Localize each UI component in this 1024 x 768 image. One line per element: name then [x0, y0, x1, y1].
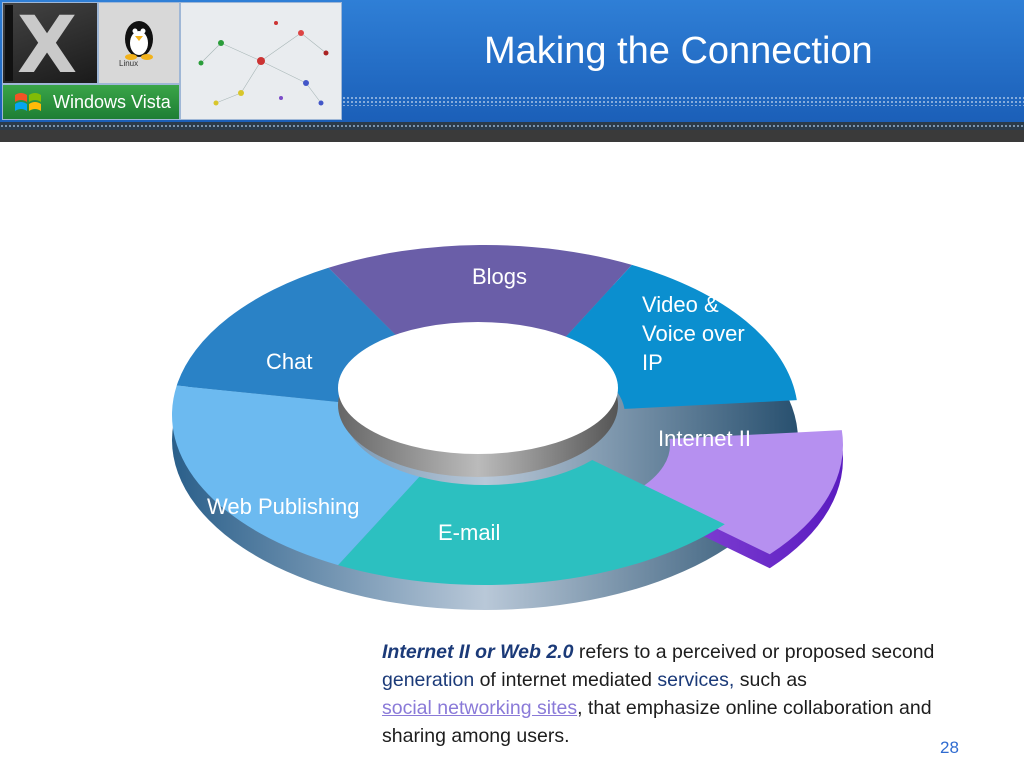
ring-hole [338, 322, 618, 454]
linux-thumbnail: Linux [98, 2, 180, 84]
desc-text-1: refers to a perceived or proposed second [573, 641, 935, 663]
link-generation[interactable]: generation [382, 669, 475, 691]
network-graph-thumbnail [180, 2, 342, 120]
web2-description: Internet II or Web 2.0 refers to a perce… [382, 638, 992, 750]
windows-flag-icon [15, 93, 41, 111]
windows-vista-label: Windows Vista [53, 92, 171, 112]
term-internet-ii: Internet II or Web 2.0 [382, 641, 574, 663]
segment-web-publishing [171, 385, 420, 566]
desc-text-4: , that emphasize online collaboration an… [382, 697, 932, 747]
linux-label: Linux [119, 59, 139, 68]
slide-title: Making the Connection [484, 30, 873, 72]
link-social-networking-sites[interactable]: social networking sites [382, 697, 578, 719]
link-services[interactable]: services, [657, 669, 735, 691]
desc-text-3: such as [734, 669, 807, 691]
segment-label-email: E-mail [438, 520, 501, 545]
segment-label-internet-ii: Internet II [658, 426, 751, 451]
segment-email [338, 459, 725, 585]
desc-text-2: of internet mediated [474, 669, 658, 691]
osx-box-strip [5, 5, 13, 81]
mac-osx-thumbnail: X [2, 2, 98, 84]
windows-vista-thumbnail: Windows Vista [2, 84, 180, 120]
tux-penguin-icon [125, 21, 153, 60]
page-number: 28 [940, 738, 959, 757]
segment-label-web-publishing: Web Publishing [207, 494, 360, 519]
header-dot-pattern [342, 96, 1024, 106]
header-dot-pattern-lower [0, 124, 1024, 129]
segment-label-video-voice: Video & Voice over IP [642, 292, 745, 375]
segment-label-chat: Chat [266, 349, 313, 374]
header-underline [0, 130, 1024, 142]
segment-label-blogs: Blogs [472, 264, 528, 289]
segment-internet-ii [637, 430, 844, 555]
network-graph-image [198, 21, 329, 106]
segment-blogs [328, 244, 632, 355]
osx-x-logo: X [17, 2, 78, 84]
